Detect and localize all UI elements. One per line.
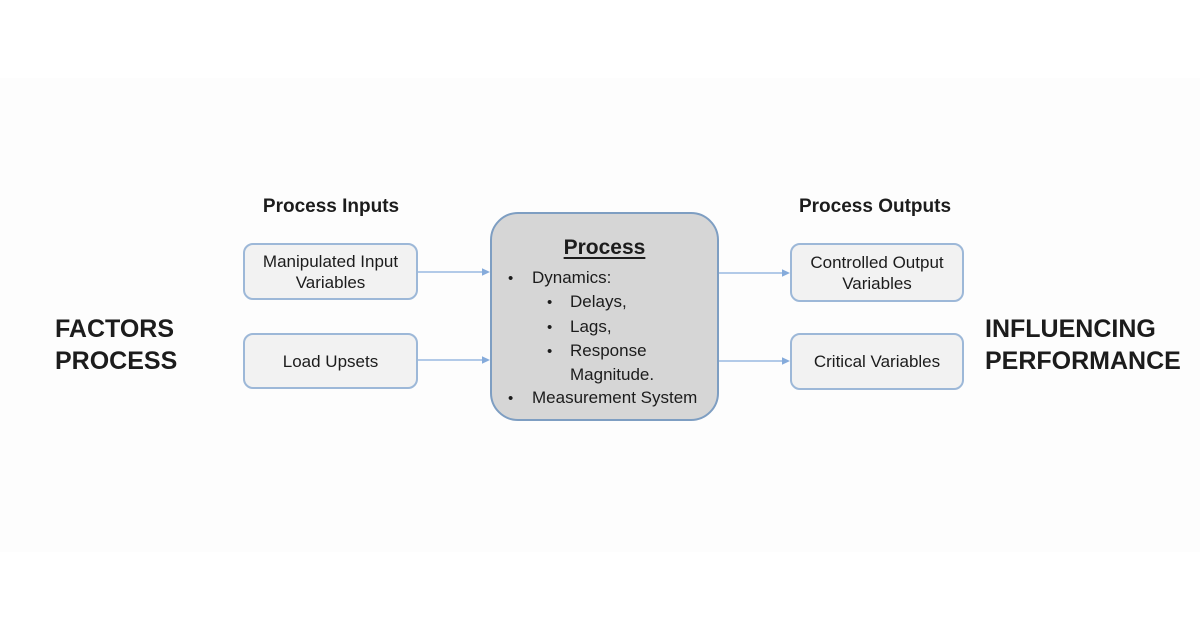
- right-caption-line1: INFLUENCING: [985, 315, 1156, 343]
- bullet-icon: [547, 315, 570, 339]
- list-item-lags: Lags,: [492, 315, 717, 339]
- critical-variables-box: Critical Variables: [790, 333, 964, 390]
- left-caption: FACTORS PROCESS: [55, 313, 177, 377]
- process-box: Process Dynamics: Delays, Lags, Response…: [490, 212, 719, 421]
- manipulated-input-variables-label: Manipulated Input Variables: [262, 251, 399, 292]
- bullet-icon: [508, 266, 532, 290]
- controlled-output-variables-label: Controlled Output Variables: [810, 252, 944, 293]
- bullet-icon: [508, 386, 532, 410]
- manipulated-input-variables-box: Manipulated Input Variables: [243, 243, 418, 300]
- left-caption-line2: PROCESS: [55, 347, 178, 375]
- bullet-icon: [547, 290, 570, 314]
- list-item-measurement-system: Measurement System: [492, 386, 717, 410]
- bullet-icon: [547, 339, 570, 386]
- right-caption-line2: PERFORMANCE: [985, 347, 1181, 375]
- left-caption-line1: FACTORS: [55, 315, 174, 343]
- load-upsets-label: Load Upsets: [282, 351, 379, 371]
- process-outputs-header: Process Outputs: [798, 196, 952, 217]
- process-inputs-header: Process Inputs: [262, 196, 400, 217]
- load-upsets-box: Load Upsets: [243, 333, 418, 389]
- list-item-dynamics: Dynamics:: [492, 266, 717, 290]
- right-caption: INFLUENCING PERFORMANCE: [985, 313, 1181, 377]
- list-item-response-magnitude: Response Magnitude.: [492, 339, 717, 386]
- controlled-output-variables-box: Controlled Output Variables: [790, 243, 964, 302]
- process-box-title: Process: [563, 236, 646, 259]
- list-item-delays: Delays,: [492, 290, 717, 314]
- critical-variables-label: Critical Variables: [813, 352, 941, 371]
- process-detail-list: Dynamics: Delays, Lags, Response Magnitu…: [492, 266, 717, 410]
